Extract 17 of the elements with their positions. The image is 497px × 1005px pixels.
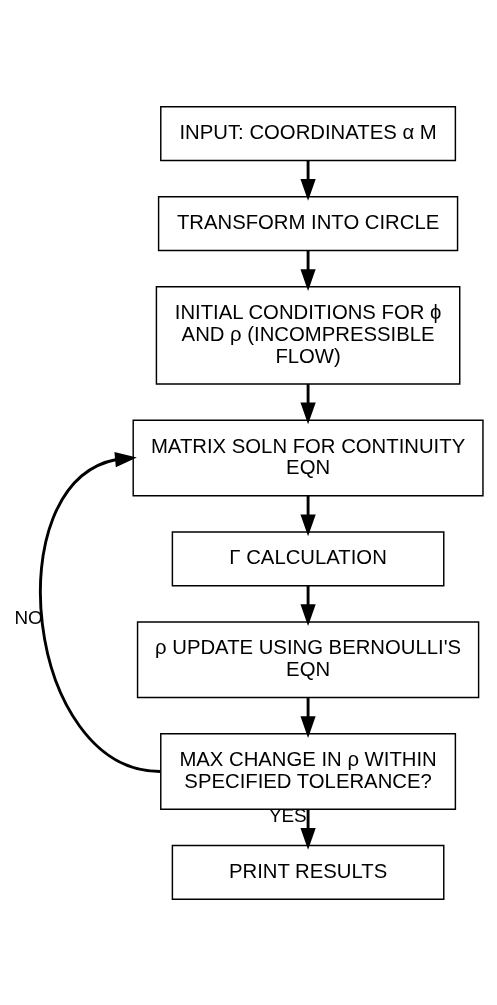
- node-box: INPUT: COORDINATES α M: [160, 105, 457, 161]
- arrow: [300, 250, 316, 291]
- arrow: [300, 495, 316, 536]
- node-box: Γ CALCULATION: [171, 530, 445, 586]
- arrow: [300, 160, 316, 201]
- arrow: [300, 808, 316, 850]
- node-box: PRINT RESULTS: [171, 844, 445, 900]
- node-box: MAX CHANGE IN ρ WITHIN SPECIFIED TOLERANCE?: [160, 732, 457, 810]
- arrow: [39, 451, 161, 773]
- arrow: [300, 383, 316, 424]
- node-box: ρ UPDATE USING BERNOULLI'S EQN: [136, 620, 480, 698]
- edge-label: NO: [14, 606, 43, 628]
- node-box: INITIAL CONDITIONS FOR ϕ AND ρ (INCOMPRESSIBLE FLOW): [155, 285, 461, 385]
- node-box: MATRIX SOLN FOR CONTINUITY EQN: [132, 419, 484, 496]
- arrow: [300, 697, 316, 738]
- node-box: TRANSFORM INTO CIRCLE: [157, 195, 459, 251]
- arrow: [300, 585, 316, 626]
